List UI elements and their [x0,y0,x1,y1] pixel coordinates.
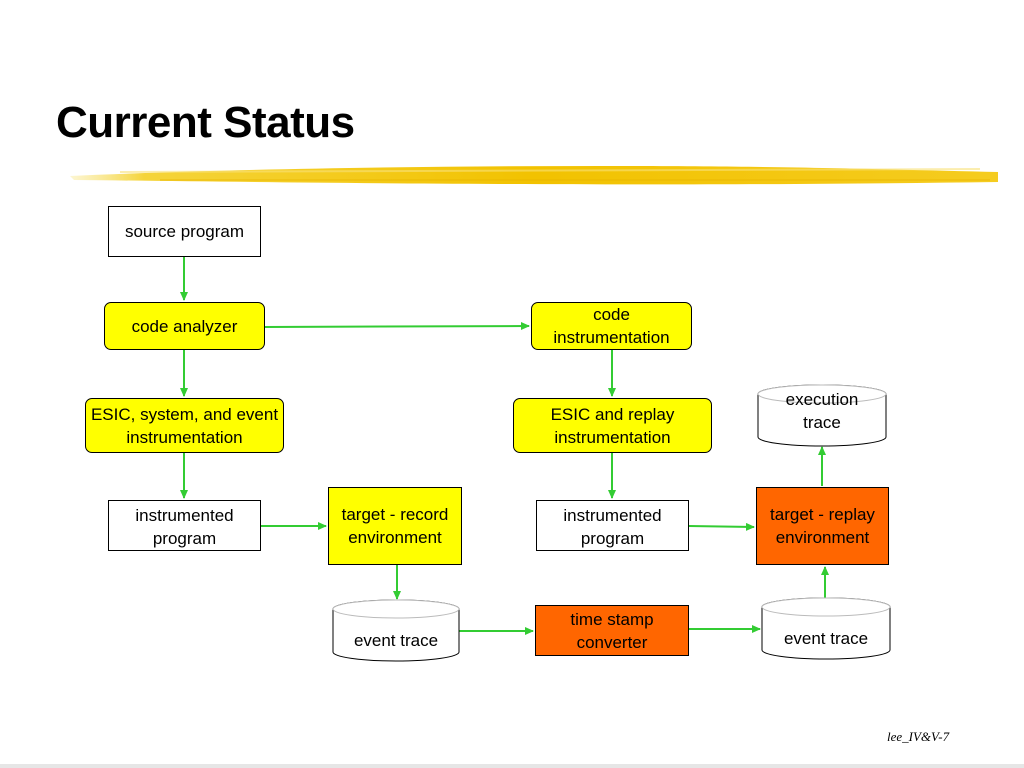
time-stamp-converter-label: time stamp converter [570,609,654,652]
esic-replay-label: ESIC and replay instrumentation [550,404,675,447]
page-title: Current Status [56,98,355,147]
esic-replay-box: ESIC and replay instrumentation [513,398,712,453]
source-program-label: source program [124,222,245,241]
event-trace-1-cylinder [332,599,460,662]
esic-system-event-label: ESIC, system, and event instrumentation [90,404,279,447]
title-underline [70,166,998,185]
source-program-box: source program [108,206,261,257]
target-record-box: target - record environment [328,487,462,565]
code-analyzer-box: code analyzer [104,302,265,350]
instrumented-program-1-label: instrumented program [135,506,234,548]
code-instrumentation-label: code instrumentation [553,305,670,347]
target-record-label: target - record environment [341,505,449,547]
bottom-divider [0,764,1024,768]
arrow-analyzer-to-code-instr [264,322,530,331]
target-replay-label: target - replay environment [770,505,875,547]
code-instrumentation-box: code instrumentation [531,302,692,350]
time-stamp-converter-box: time stamp converter [535,605,689,656]
esic-system-event-box: ESIC, system, and event instrumentation [85,398,284,453]
code-analyzer-label: code analyzer [131,316,238,336]
event-trace-2-label: event trace [783,628,869,648]
event-trace-1-label: event trace [353,630,439,650]
target-replay-box: target - replay environment [756,487,889,565]
execution-trace-label: execution trace [785,390,859,432]
instrumented-program-2-label: instrumented program [563,506,662,548]
slide-footer: lee_IV&V-7 [887,729,950,744]
instrumented-program-2-box: instrumented program [536,500,689,551]
arrow-instrumented-2-to-replay [688,522,755,531]
instrumented-program-1-box: instrumented program [108,500,261,551]
execution-trace-cylinder [757,384,887,447]
event-trace-2-cylinder [761,597,891,660]
